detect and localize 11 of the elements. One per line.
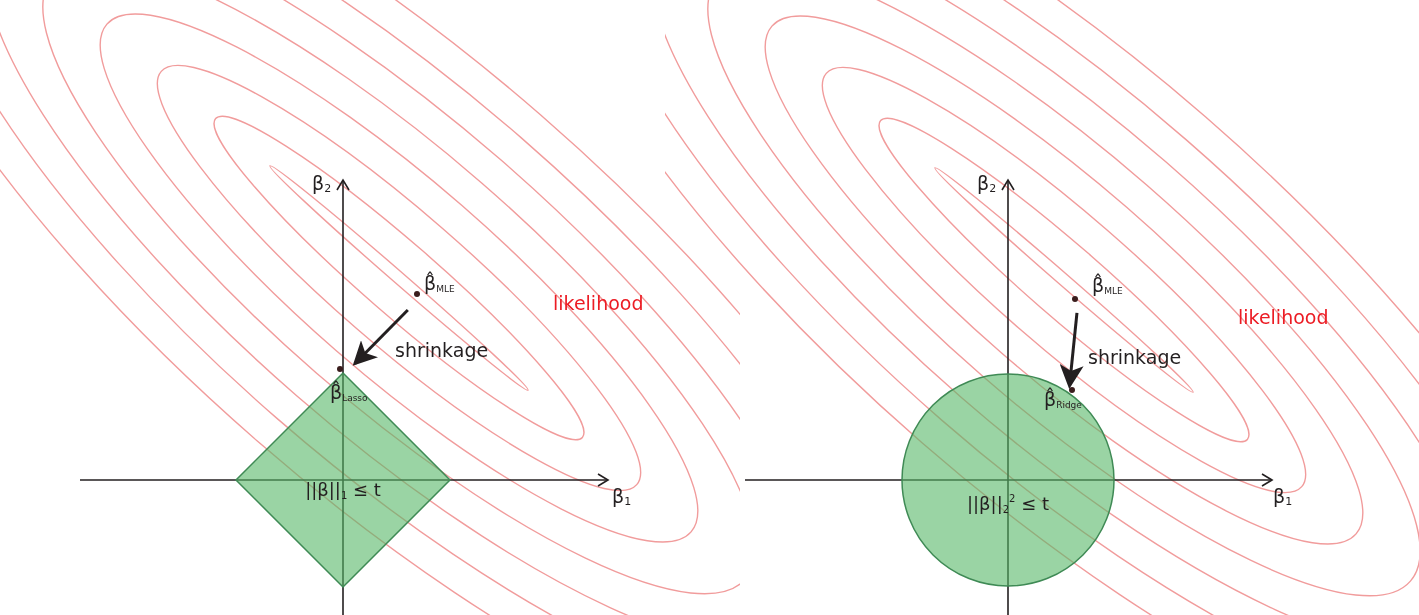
axis-label: β$_{1}$ <box>612 487 632 507</box>
edge-label: shrinkage <box>1088 348 1182 367</box>
constraint-formula: ||β||$_{2}$$^{2}$ ≤ t <box>965 493 1051 515</box>
edge-label: shrinkage <box>395 341 489 360</box>
contour-label: likelihood <box>553 294 644 313</box>
shrinkage-arrow <box>352 308 409 366</box>
axis-label: β$_{1}$ <box>1273 487 1293 507</box>
constraint-formula: ||β||$_{1}$ ≤ t <box>304 479 382 501</box>
axis-label: β$_{2}$ <box>977 174 997 194</box>
axis-label: β$_{2}$ <box>312 174 332 194</box>
contour-label: likelihood <box>1238 308 1329 327</box>
